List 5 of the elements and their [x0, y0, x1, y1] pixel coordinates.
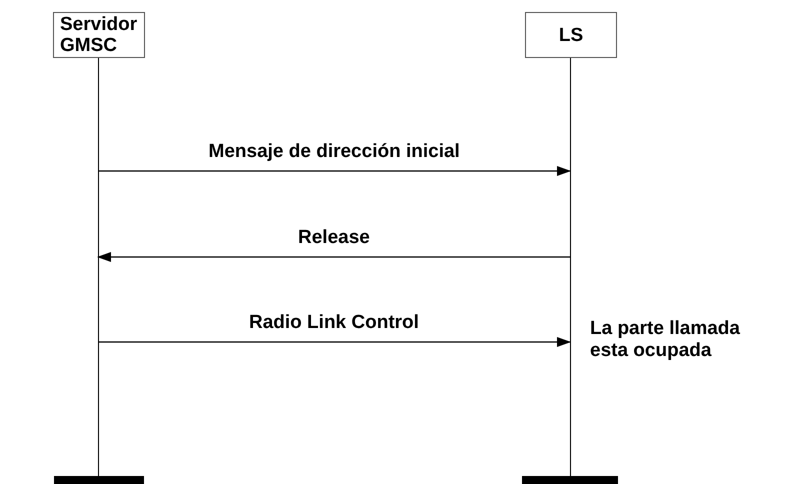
participant-box: LS: [525, 12, 617, 58]
message-arrow: [98, 166, 571, 176]
participant-box: Servidor GMSC: [53, 12, 145, 58]
message-arrow: [97, 252, 570, 262]
message-arrow: [98, 337, 571, 347]
